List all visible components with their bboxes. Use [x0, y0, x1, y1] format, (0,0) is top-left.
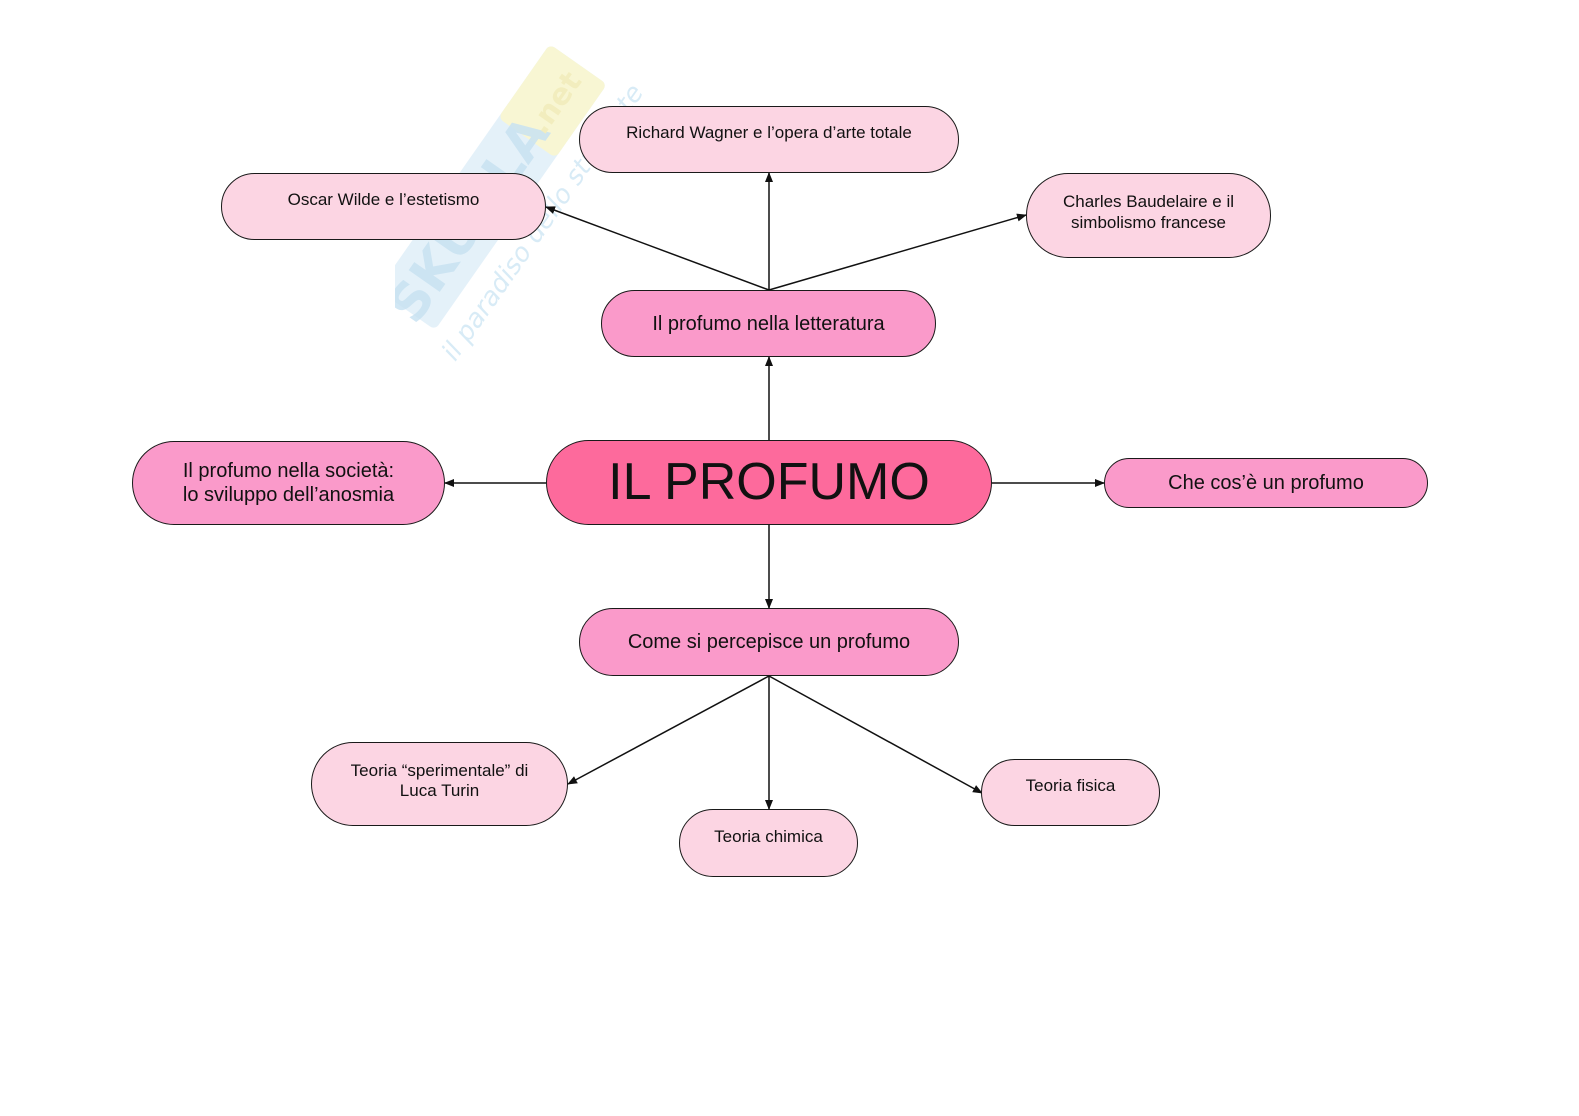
letteratura-node: Il profumo nella letteratura	[601, 290, 936, 357]
turin-node: Teoria “sperimentale” di Luca Turin	[311, 742, 568, 826]
wilde-node: Oscar Wilde e l’estetismo	[221, 173, 546, 240]
chimica-node: Teoria chimica	[679, 809, 858, 877]
edge-percezione-to-fisica	[768, 675, 983, 794]
edge-percezione-to-turin	[567, 675, 770, 785]
center-node: IL PROFUMO	[546, 440, 992, 525]
wagner-node: Richard Wagner e l’opera d’arte totale	[579, 106, 959, 173]
societa-node: Il profumo nella società: lo sviluppo de…	[132, 441, 445, 525]
edge-letteratura-to-wilde	[545, 206, 770, 291]
baudelaire-node: Charles Baudelaire e il simbolismo franc…	[1026, 173, 1271, 258]
definizione-node: Che cos’è un profumo	[1104, 458, 1428, 508]
fisica-node: Teoria fisica	[981, 759, 1160, 826]
edge-letteratura-to-baudelaire	[768, 213, 1027, 291]
percezione-node: Come si percepisce un profumo	[579, 608, 959, 676]
